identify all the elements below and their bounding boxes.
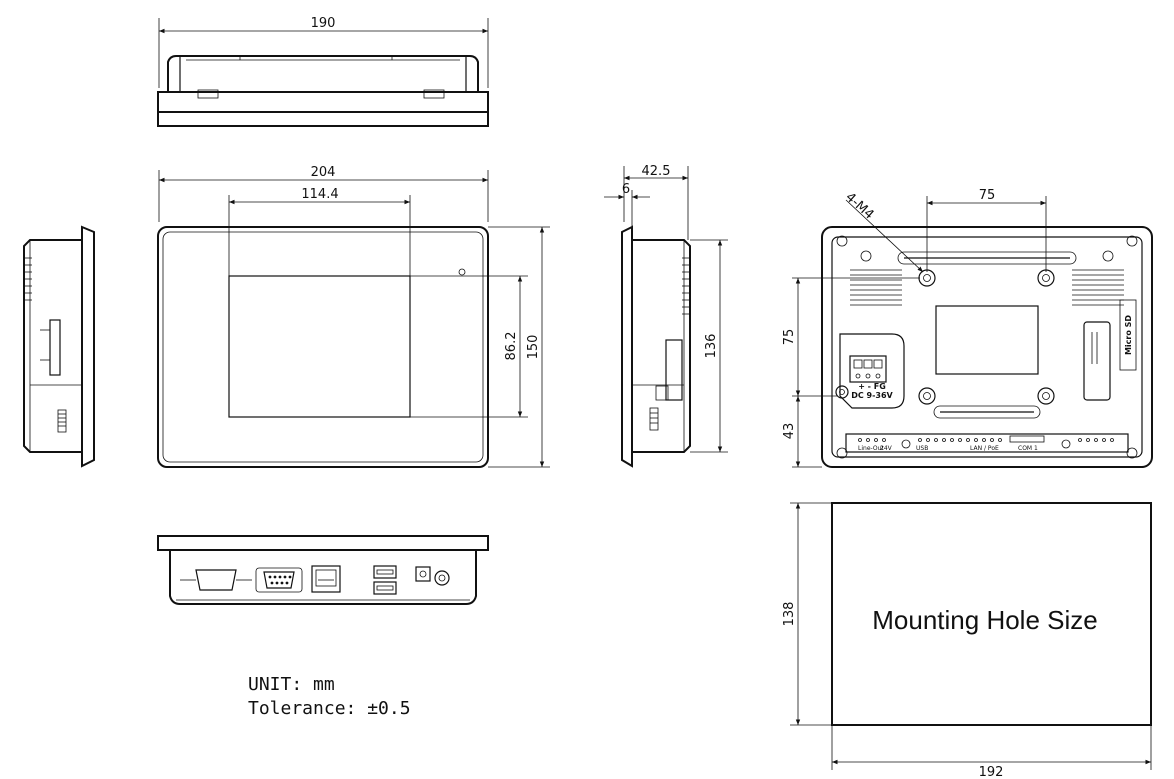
cutout-width-label: 192: [979, 765, 1004, 779]
mount-offset-bottom-label: 43: [782, 423, 797, 440]
mounting-cutout-label: Mounting Hole Size: [872, 605, 1097, 635]
left-side-housing: [23, 239, 82, 453]
screen-width-label: 114.4: [301, 187, 338, 202]
mounting-holes: [835, 269, 1055, 405]
cutout-height-label: 138: [782, 602, 797, 627]
port-label-lan: LAN / PoE: [970, 445, 999, 452]
lan-port: [311, 565, 341, 593]
bezel-depth-label: 6: [622, 182, 630, 197]
screen-height-label: 86.2: [504, 332, 519, 361]
power-rating-label: DC 9-36V: [851, 391, 893, 400]
usb-ports: [373, 565, 397, 595]
micro-sd-label: Micro SD: [1124, 315, 1133, 355]
mount-spacing-h-label: 75: [979, 188, 996, 203]
rear-outer-bezel: [821, 226, 1153, 468]
rear-vent-left: [850, 269, 902, 306]
power-terminal-block: [849, 355, 887, 383]
bottom-view-housing: [169, 550, 477, 605]
mounting-cutout-outline: [831, 502, 1152, 726]
left-side-view: [23, 225, 95, 468]
front-bezel: [157, 226, 489, 468]
audio-port: [415, 566, 450, 586]
rear-housing: [831, 236, 1143, 458]
port-label-com: COM 1: [1018, 445, 1038, 452]
port-label-line-out: Line-Out: [858, 445, 884, 452]
micro-sd-door: [1083, 321, 1111, 401]
mount-callout-leader: [845, 199, 924, 273]
port-label-24v: 24V: [880, 445, 893, 452]
front-view: 204 114.4 86.2 150: [157, 165, 550, 468]
top-view: 190: [157, 16, 489, 127]
io-port-strip: [845, 433, 1129, 453]
unit-note: UNIT: mm: [248, 674, 335, 695]
lcd-display-area: [228, 275, 411, 418]
top-view-housing: [167, 55, 479, 92]
mount-spacing-v-label: 75: [782, 329, 797, 346]
front-width-label: 204: [311, 165, 336, 180]
bottom-view-bezel: [157, 535, 489, 551]
right-side-view: 42.5 6 136: [604, 164, 728, 468]
top-width-label: 190: [311, 16, 336, 31]
front-height-label: 150: [526, 335, 541, 360]
rear-label-area: [935, 305, 1039, 375]
left-side-bezel: [81, 225, 95, 468]
serial-port-2: [255, 567, 303, 593]
right-side-bezel: [621, 225, 633, 468]
bottom-view: [157, 535, 489, 605]
mounting-cutout: Mounting Hole Size 138 192: [782, 502, 1152, 779]
rear-view: 75 4-M4: [782, 188, 1153, 468]
power-connector-housing: [839, 333, 905, 409]
right-side-housing: [632, 239, 691, 453]
rear-vent-right: [1072, 269, 1124, 306]
tolerance-note: Tolerance: ±0.5: [248, 698, 411, 719]
led-indicator: [458, 268, 466, 276]
port-label-usb: USB: [916, 445, 928, 452]
io-port-pins: [858, 438, 1114, 442]
serial-port-1: [180, 569, 252, 591]
side-depth-label: 42.5: [642, 164, 671, 179]
mount-callout-label: 4-M4: [842, 190, 876, 223]
side-height-label: 136: [704, 334, 719, 359]
power-terminal-symbols: + - FG: [858, 382, 886, 391]
top-view-bezel: [157, 91, 489, 113]
